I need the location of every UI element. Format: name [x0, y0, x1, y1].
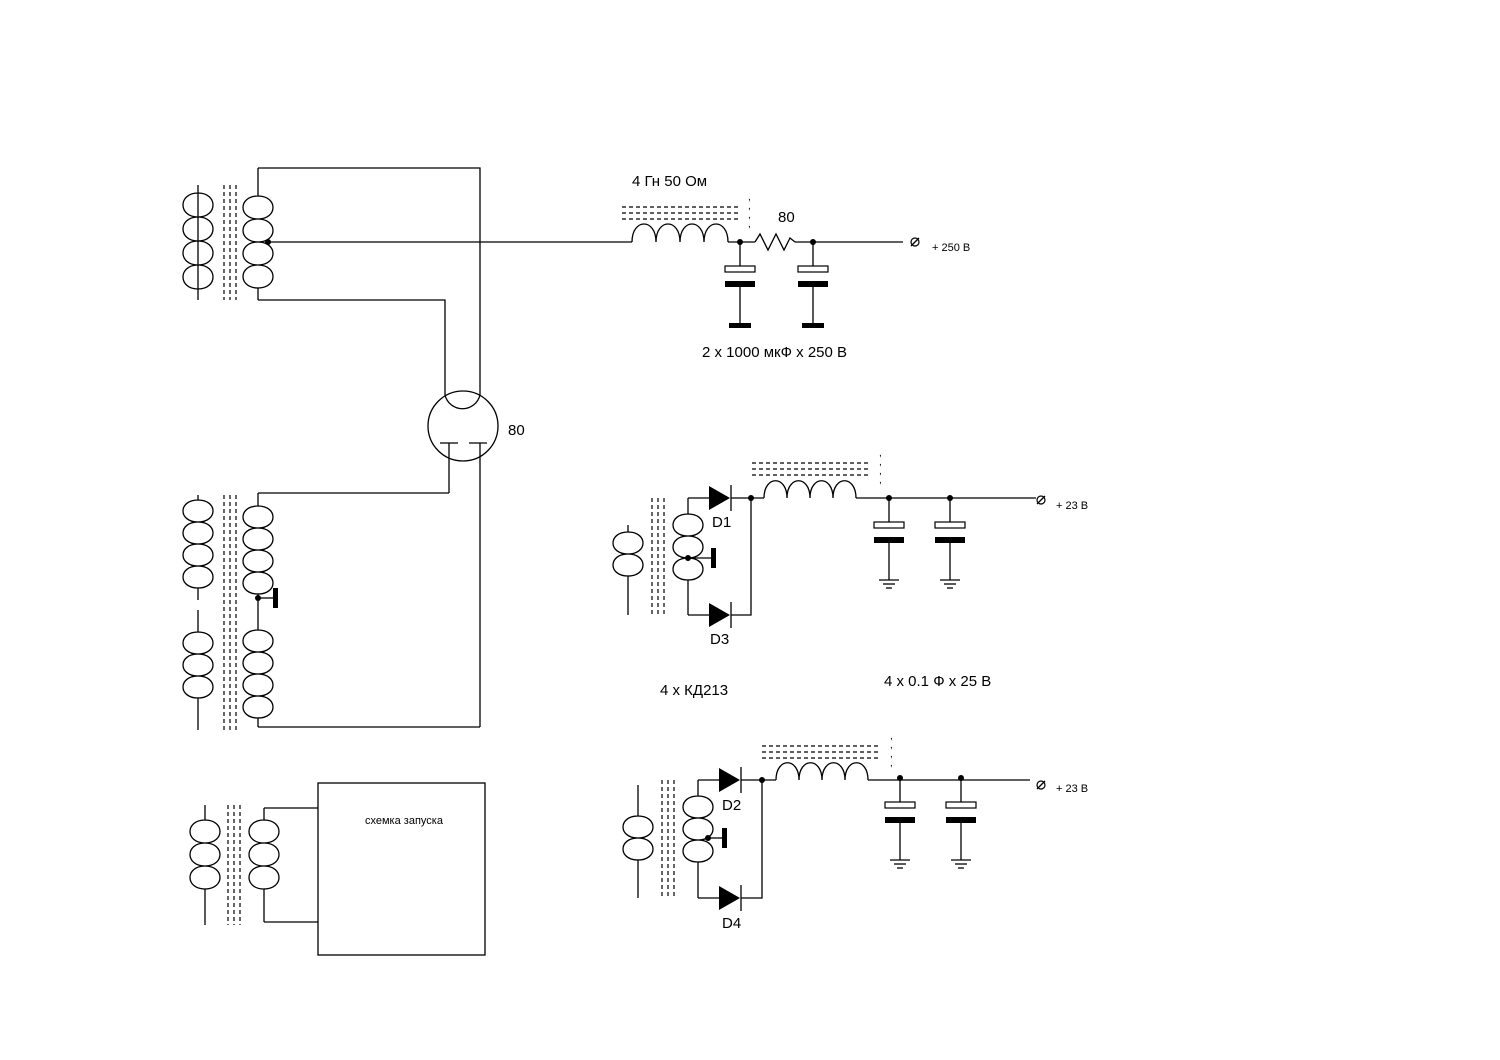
tube-label: 80: [508, 422, 525, 439]
lv-caps-label: 4 x 0.1 Ф x 25 В: [884, 673, 991, 690]
transformer-startup: [189, 805, 318, 925]
svg-text:,: ,: [879, 448, 882, 459]
choke-hv: , , , , 4 Гн 50 Ом: [622, 173, 751, 243]
diodes-label: 4 x КД213: [660, 682, 728, 699]
lv-output-1-label: + 23 В: [1056, 500, 1088, 512]
transformer-hv: [182, 168, 274, 300]
tube-80: 80: [427, 390, 525, 727]
svg-text:,: ,: [890, 740, 893, 751]
d4-label: D4: [722, 915, 741, 932]
svg-text:,: ,: [890, 758, 893, 769]
svg-text:,: ,: [879, 457, 882, 468]
d2-label: D2: [722, 797, 741, 814]
svg-text:,: ,: [748, 219, 751, 230]
d1-label: D1: [712, 514, 731, 531]
lv-supply-1: D1 D3 , , , , +: [612, 448, 1088, 648]
hv-wiring: [258, 167, 632, 390]
hv-filter: 80 + 250 В 2 x 1000 мкФ x 250 В: [702, 209, 970, 361]
svg-text:,: ,: [890, 749, 893, 760]
svg-text:,: ,: [748, 192, 751, 203]
svg-text:,: ,: [879, 466, 882, 477]
lv-supply-2: D2 D4 , , , , +: [622, 731, 1088, 932]
svg-text:,: ,: [748, 201, 751, 212]
startup-label: схемка запуска: [365, 815, 444, 827]
transformer-filament: [182, 492, 480, 730]
hv-caps-label: 2 x 1000 мкФ x 250 В: [702, 344, 847, 361]
choke-label: 4 Гн 50 Ом: [632, 173, 707, 190]
resistor-label: 80: [778, 209, 795, 226]
d3-label: D3: [710, 631, 729, 648]
hv-output-label: + 250 В: [932, 242, 970, 254]
svg-text:,: ,: [879, 475, 882, 486]
lv-output-2-label: + 23 В: [1056, 783, 1088, 795]
svg-text:,: ,: [748, 210, 751, 221]
startup-box: схемка запуска: [317, 782, 486, 956]
svg-text:,: ,: [890, 731, 893, 742]
